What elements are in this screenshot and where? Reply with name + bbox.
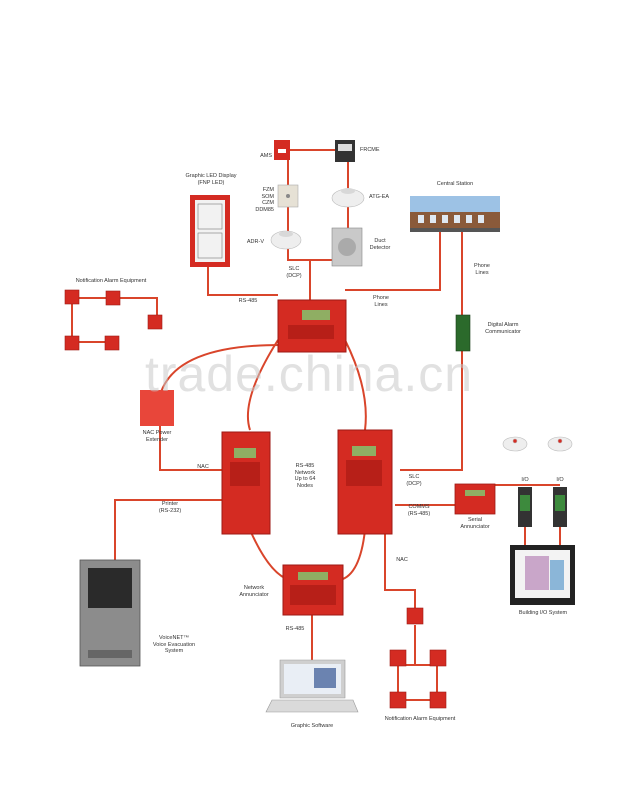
label-rs485-top: RS-485 bbox=[238, 298, 258, 304]
main-fire-panel bbox=[277, 299, 347, 353]
nac-power-extender bbox=[140, 390, 174, 426]
label-notification-top: Notification Alarm Equipment bbox=[75, 278, 147, 284]
atg-ea-detector bbox=[331, 188, 365, 208]
label-comms: COMMS (RS-485) bbox=[407, 504, 431, 517]
label-voice-evac: VoiceNET™ Voice Evacuation System bbox=[152, 635, 196, 654]
label-ams: AMS bbox=[260, 153, 272, 159]
label-slc-top: SLC (DCP) bbox=[286, 266, 302, 279]
duct-detector bbox=[331, 227, 363, 267]
label-graphic-led: Graphic LED Display (FNP LED) bbox=[185, 173, 237, 186]
wire-printer bbox=[114, 499, 222, 570]
watermark-text: trade.china.cn bbox=[144, 346, 474, 402]
wire-led-panel bbox=[207, 265, 278, 296]
ams-pull-station bbox=[274, 140, 290, 160]
smoke-detectors-right bbox=[502, 436, 573, 452]
network-panel-left bbox=[221, 431, 271, 535]
label-printer: Printer (RS-232) bbox=[158, 501, 182, 514]
label-digital-communicator: Digital Alarm Communicator bbox=[485, 322, 521, 335]
serial-annunciator bbox=[454, 483, 496, 515]
label-nac-left: NAC bbox=[197, 464, 209, 470]
label-notification-bottom: Notification Alarm Equipment bbox=[384, 716, 456, 722]
label-nac-right: NAC bbox=[396, 557, 408, 563]
adr-v-detector bbox=[270, 230, 302, 250]
label-graphic-software: Graphic Software bbox=[290, 723, 334, 729]
wire-nacpx-nac bbox=[159, 425, 222, 471]
network-panel-right bbox=[337, 429, 393, 535]
label-phone-lines-mid: Phone Lines bbox=[373, 295, 389, 308]
label-network-annunciator: Network Annunciator bbox=[239, 585, 269, 598]
label-serial-annunciator: Serial Annunciator bbox=[460, 517, 490, 530]
wire-io-building bbox=[524, 525, 561, 545]
notification-devices-bottom bbox=[389, 607, 447, 709]
wire-ring-top bbox=[246, 339, 367, 431]
label-modules: FZM SOM CZM DDM85 bbox=[255, 187, 274, 213]
label-io-1: I/O bbox=[521, 477, 529, 483]
notification-devices-top bbox=[64, 289, 163, 351]
label-phone-lines-right: Phone Lines bbox=[474, 263, 490, 276]
laptop-graphic-software bbox=[265, 659, 359, 713]
io-modules bbox=[518, 487, 567, 527]
wiring bbox=[71, 149, 561, 701]
label-network: RS-485 Network Up to 64 Nodes bbox=[294, 463, 316, 489]
label-frcme: FRCME bbox=[360, 147, 380, 153]
label-duct-detector: Duct Detector bbox=[369, 238, 391, 251]
label-io-2: I/O bbox=[556, 477, 564, 483]
label-slc-right: SLC (DCP) bbox=[406, 474, 422, 487]
voice-evac-cabinet bbox=[79, 559, 141, 667]
label-nac-power: NAC Power Extender bbox=[142, 430, 172, 443]
building-io-screen bbox=[510, 545, 575, 605]
network-annunciator bbox=[282, 564, 344, 616]
wire-panel-nac bbox=[159, 344, 281, 396]
graphic-led-display bbox=[190, 195, 230, 267]
wire-dac-right bbox=[400, 350, 463, 471]
label-atg-ea: ATG-EA bbox=[369, 194, 390, 200]
label-adr-v: ADR-V bbox=[246, 239, 264, 245]
digital-alarm-communicator bbox=[455, 314, 471, 352]
wire-central-phone bbox=[345, 230, 441, 291]
label-rs485-bottom: RS-485 bbox=[285, 626, 305, 632]
wire-nac-bottom bbox=[384, 525, 416, 610]
module-box bbox=[277, 184, 299, 208]
label-central-station: Central Station bbox=[436, 181, 474, 187]
frcme-device bbox=[335, 140, 355, 162]
central-station-image bbox=[410, 196, 500, 232]
label-building-io: Building I/O System bbox=[518, 610, 568, 616]
